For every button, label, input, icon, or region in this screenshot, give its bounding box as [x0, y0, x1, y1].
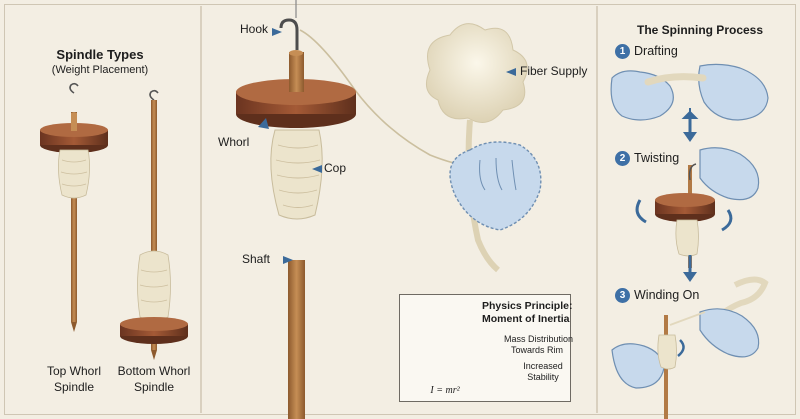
- step-2-label: Twisting: [634, 151, 680, 165]
- inertia-formula: I = mr²: [430, 385, 460, 396]
- physics-principle-box: [399, 294, 571, 402]
- step-3-number: 3: [619, 290, 626, 301]
- left-divider: [200, 6, 202, 413]
- process-title: The Spinning Process: [636, 23, 764, 37]
- spindle-types-title: Spindle Types: [56, 47, 144, 62]
- spindle-types-subtitle: (Weight Placement): [51, 64, 149, 76]
- cop-label: Cop: [324, 161, 347, 175]
- physics-title-line1: Physics Principle:: [482, 300, 573, 312]
- whorl-label: Whorl: [218, 135, 250, 149]
- step-2-badge: 2: [615, 151, 630, 166]
- down-arrow-2: [683, 255, 697, 282]
- step-1-label: Drafting: [634, 44, 678, 58]
- mass-distribution-line1: Mass Distribution: [504, 334, 574, 344]
- shaft-label: Shaft: [242, 252, 271, 266]
- pointer-arrows: [258, 28, 516, 264]
- diagram-frame: [4, 4, 796, 415]
- increased-stability-line2: Stability: [527, 372, 559, 382]
- down-arrow-1: [683, 112, 697, 142]
- bottom-whorl-spindle-illustration: [120, 89, 188, 360]
- top-whorl-label-line1: Top Whorl: [46, 364, 102, 378]
- fiber-supply-label: Fiber Supply: [520, 64, 588, 78]
- step-1-badge: 1: [615, 44, 630, 59]
- hook-label: Hook: [240, 22, 269, 36]
- step-3-badge: 3: [615, 288, 630, 303]
- bottom-whorl-label-line1: Bottom Whorl: [117, 364, 191, 378]
- main-spindle-illustration: [236, 0, 476, 419]
- bottom-whorl-label-line2: Spindle: [133, 380, 175, 394]
- step-1-number: 1: [619, 46, 626, 57]
- step-2-number: 2: [619, 153, 626, 164]
- physics-title-line2: Moment of Inertia: [482, 313, 570, 325]
- twisting-illustration: [635, 147, 760, 268]
- drafting-hands-illustration: [610, 63, 769, 121]
- step-3-label: Winding On: [634, 288, 700, 302]
- mass-distribution-line2: Towards Rim: [510, 345, 563, 355]
- top-whorl-spindle-illustration: [40, 82, 108, 332]
- winding-on-illustration: [611, 276, 769, 419]
- right-divider: [596, 6, 598, 413]
- top-whorl-label-line2: Spindle: [53, 380, 95, 394]
- fiber-supply-illustration: [425, 23, 542, 273]
- increased-stability-line1: Increased: [523, 361, 563, 371]
